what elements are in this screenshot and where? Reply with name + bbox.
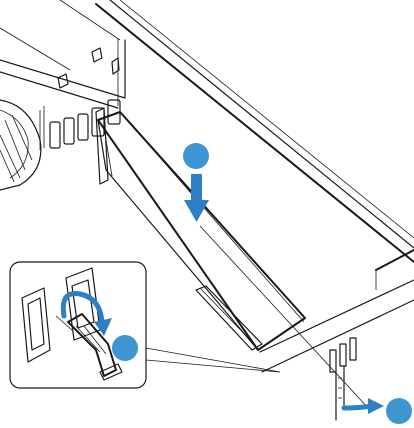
- fan-housing: [0, 100, 41, 190]
- rear-panel: [260, 250, 414, 420]
- chassis-frame: [0, 0, 414, 262]
- step-marker-b: [112, 335, 138, 361]
- step-marker-c: [386, 398, 412, 424]
- down-arrow-icon: [184, 174, 209, 222]
- right-arrow-icon: [344, 398, 384, 414]
- card-connectors: [40, 100, 120, 150]
- step-marker-a: [183, 143, 209, 169]
